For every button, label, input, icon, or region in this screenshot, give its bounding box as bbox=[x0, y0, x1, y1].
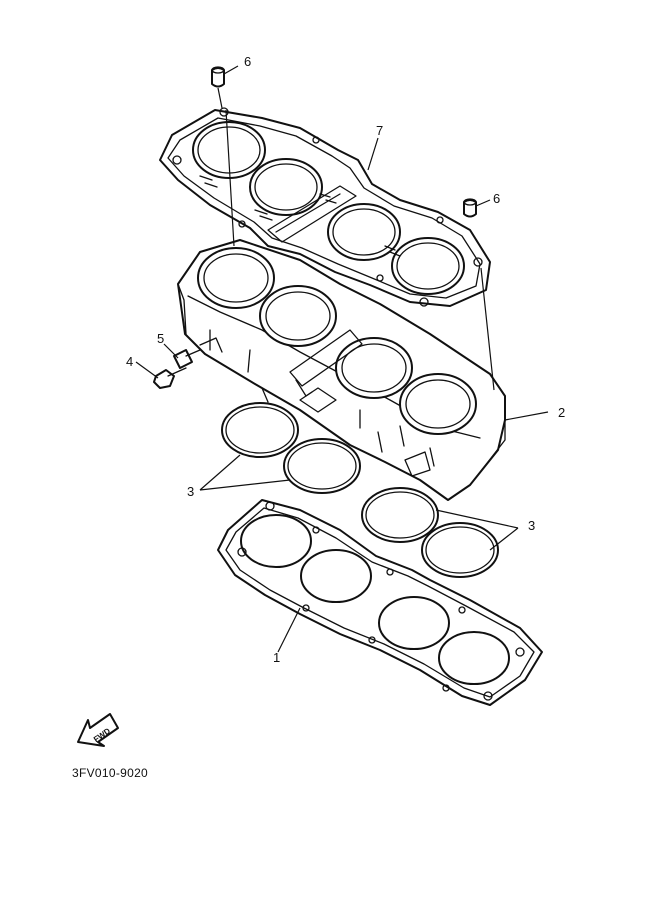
callout-6-top: 6 bbox=[244, 54, 251, 69]
callout-6-right: 6 bbox=[493, 191, 500, 206]
callout-3-left: 3 bbox=[187, 484, 194, 499]
callout-leaders bbox=[135, 137, 549, 653]
callout-5: 5 bbox=[157, 331, 164, 346]
diagram-code: 3FV010-9020 bbox=[72, 766, 149, 780]
callout-7: 7 bbox=[376, 123, 383, 138]
callout-4: 4 bbox=[126, 354, 133, 369]
o-rings bbox=[221, 402, 499, 578]
bolt bbox=[153, 367, 187, 389]
alignment-lines bbox=[225, 109, 495, 391]
dowel-pin-right bbox=[463, 198, 491, 218]
cylinder-base-gasket bbox=[217, 499, 543, 706]
forward-arrow-icon: FWD bbox=[77, 713, 119, 747]
dowel-pin-top bbox=[211, 65, 239, 109]
nipple bbox=[173, 349, 201, 369]
cylinder-head-gasket bbox=[159, 107, 491, 307]
callout-2: 2 bbox=[558, 405, 565, 420]
callout-1: 1 bbox=[273, 650, 280, 665]
cylinder-block bbox=[177, 239, 506, 501]
callout-3-right: 3 bbox=[528, 518, 535, 533]
